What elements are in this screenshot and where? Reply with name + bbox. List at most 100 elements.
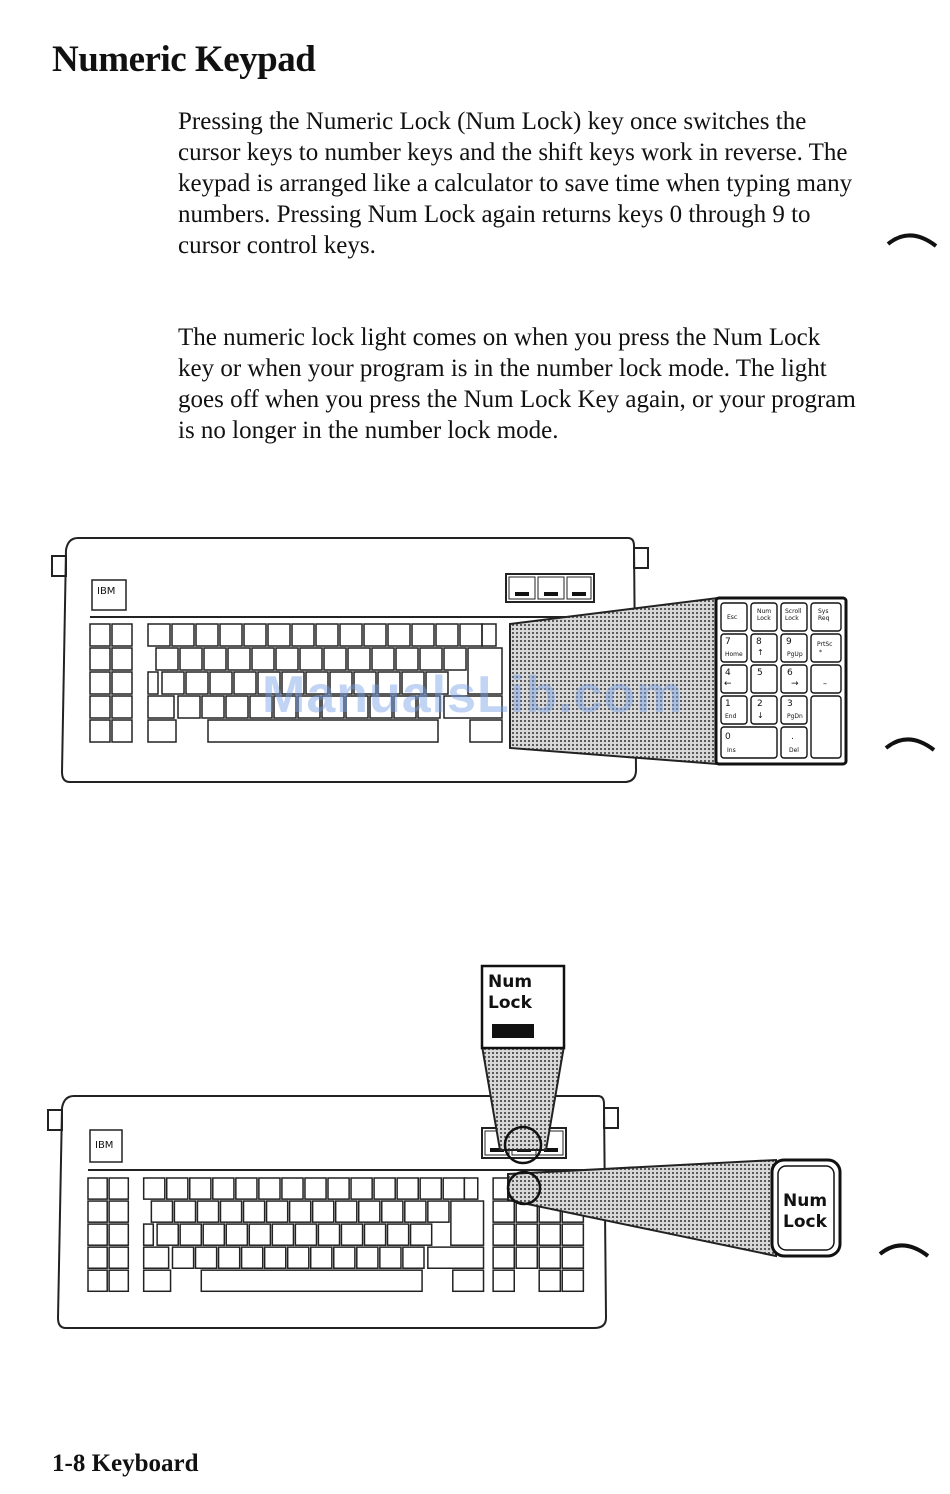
keyboard-key	[111, 647, 133, 671]
keyboard-key	[155, 647, 179, 671]
key-4-sub: ←	[724, 679, 732, 689]
keyboard-key	[87, 1223, 108, 1246]
keyboard-key	[108, 1177, 130, 1200]
keyboard-key	[323, 647, 347, 671]
keyboard-key	[371, 647, 395, 671]
key-5: 5	[757, 668, 763, 678]
key-9: 9	[786, 637, 792, 647]
keyboard-key	[257, 671, 281, 695]
keyboard-key	[333, 1246, 356, 1269]
keyboard-key	[340, 1223, 364, 1246]
keyboard-key	[469, 719, 503, 743]
keyboard-key	[108, 1269, 130, 1293]
key-7: 7	[725, 637, 731, 647]
keyboard-key	[196, 1200, 220, 1223]
keyboard-key	[87, 1246, 108, 1269]
keyboard-key	[173, 1200, 197, 1223]
keyboard-key	[309, 1246, 333, 1269]
keyboard-key	[459, 623, 483, 647]
keyboard-key	[185, 671, 209, 695]
keyboard-keys	[87, 1177, 585, 1293]
keyboard-key	[350, 1177, 373, 1200]
keyboard-key	[249, 695, 273, 719]
keyboard-key	[201, 695, 225, 719]
keyboard-key	[369, 695, 393, 719]
num-lock-light-indicator	[492, 1024, 534, 1038]
keyboard-key	[142, 1223, 155, 1246]
keyboard-key	[515, 1246, 539, 1269]
keyboard-key	[381, 1200, 404, 1223]
keyboard-key	[425, 671, 449, 695]
keyboard-key	[171, 623, 195, 647]
keyboard-key	[373, 1177, 396, 1200]
keyboard-key	[467, 647, 503, 695]
keyboard-key	[402, 1246, 425, 1269]
num-lock-light-label: Lock	[488, 993, 533, 1013]
key-dot-sub: Del	[789, 747, 799, 754]
keyboard-key	[89, 647, 111, 671]
keyboard-key	[150, 1200, 174, 1223]
keyboard-key	[409, 1223, 433, 1246]
keyboard-key	[317, 1223, 341, 1246]
keyboard-key	[492, 1223, 515, 1246]
key-1-sub: End	[725, 713, 737, 720]
keyboard-key	[212, 1177, 235, 1200]
keyboard-key	[353, 671, 377, 695]
keyboard-key	[291, 623, 315, 647]
keyboard-key	[273, 695, 297, 719]
keyboard-key	[452, 1269, 485, 1293]
keyboard-key	[171, 1246, 195, 1269]
num-lock-key-label: Num	[783, 1191, 827, 1211]
key-prtsc: *	[819, 649, 822, 656]
keyboard-key	[240, 1246, 264, 1269]
key-8: 8	[756, 637, 762, 647]
svg-text:IBM: IBM	[97, 586, 115, 597]
keyboard-key	[386, 1223, 410, 1246]
keyboard-key	[207, 719, 439, 743]
keyboard-key	[427, 1246, 485, 1269]
key-2: 2	[757, 699, 763, 709]
keyboard-key	[305, 671, 329, 695]
keyboard-key	[203, 647, 227, 671]
keyboard-key	[387, 623, 411, 647]
page-footer: 1-8 Keyboard	[52, 1450, 199, 1477]
keyboard-key	[481, 623, 497, 647]
keyboard-key	[89, 719, 111, 743]
keyboard-key	[225, 695, 249, 719]
keyboard-key	[111, 695, 133, 719]
keyboard-figure-num-lock: IBM Num Lock Num Lock	[47, 964, 842, 1329]
keyboard-figure-keypad: IBM	[51, 537, 848, 783]
keyboard-key	[294, 1223, 318, 1246]
key-1: 1	[725, 699, 731, 709]
keyboard-key	[443, 695, 503, 719]
key-6-sub: →	[791, 679, 799, 689]
keyboard-key	[195, 623, 219, 647]
keyboard-key	[89, 671, 111, 695]
keyboard-key	[265, 1200, 289, 1223]
keyboard-key	[561, 1269, 585, 1293]
keyboard-key	[87, 1200, 108, 1223]
keyboard-key	[209, 671, 233, 695]
keyboard-key	[189, 1177, 212, 1200]
keyboard-key	[379, 1246, 402, 1269]
keyboard-key	[411, 623, 435, 647]
keyboard-key	[281, 1177, 304, 1200]
keyboard-key	[179, 1223, 203, 1246]
keyboard-key	[87, 1269, 108, 1293]
keyboard-key	[281, 671, 305, 695]
keyboard-key	[492, 1246, 515, 1269]
indicator-lights	[505, 573, 595, 603]
keyboard-key	[147, 671, 159, 695]
keyboard-key	[463, 1177, 479, 1200]
keyboard-key	[492, 1200, 515, 1223]
keyboard-key	[363, 623, 387, 647]
keyboard-key	[311, 1200, 335, 1223]
keyboard-key	[219, 1200, 243, 1223]
keyboard-key	[200, 1269, 423, 1293]
keyboard-key	[329, 671, 353, 695]
keyboard-body	[47, 1095, 619, 1329]
key-2-sub: ↓	[757, 711, 764, 720]
keyboard-key	[87, 1177, 108, 1200]
keyboard-key	[377, 671, 401, 695]
key-sys-req: Req	[818, 615, 830, 622]
